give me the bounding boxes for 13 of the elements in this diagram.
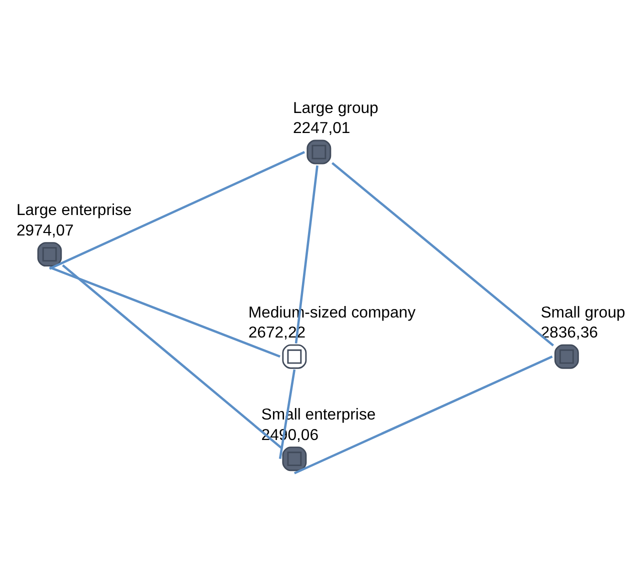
node-label: 2974,07 (16, 222, 74, 240)
node-label: Small group (540, 304, 626, 322)
node-label: 2836,36 (540, 324, 598, 342)
node-label: 2247,01 (292, 120, 350, 138)
node-label: Large enterprise (16, 202, 132, 220)
connector (294, 356, 553, 474)
connector (278, 369, 296, 460)
connector (332, 162, 554, 346)
connector (49, 266, 280, 358)
connector (62, 264, 282, 449)
node-label: Large group (292, 100, 378, 117)
connector (294, 165, 318, 344)
connector (49, 151, 305, 270)
